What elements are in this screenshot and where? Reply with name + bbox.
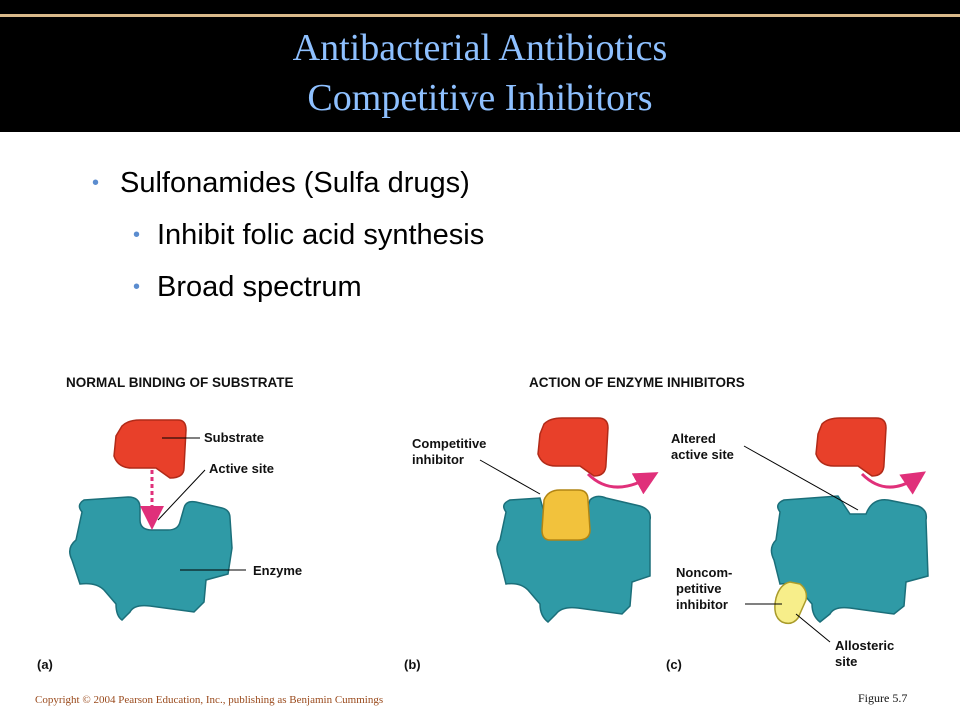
panel-bc-heading: ACTION OF ENZYME INHIBITORS <box>529 375 745 390</box>
label-competitive-l2: inhibitor <box>412 452 464 467</box>
slide-title-line2: Competitive Inhibitors <box>307 77 653 119</box>
leader-active-site <box>157 469 206 521</box>
panel-letter-b: (b) <box>404 657 421 672</box>
header-rule <box>0 14 960 17</box>
label-altered-l1: Altered <box>671 431 716 446</box>
copyright-notice: Copyright © 2004 Pearson Education, Inc.… <box>35 694 384 706</box>
enzyme-shape-a <box>69 496 233 621</box>
bullet-broad-spectrum: Broad spectrum <box>157 271 362 303</box>
label-active-site: Active site <box>209 461 275 476</box>
bullet-sulfonamides: Sulfonamides (Sulfa drugs) <box>120 167 470 199</box>
rejected-arrow-c <box>860 471 926 495</box>
bullet-folic-acid: Inhibit folic acid synthesis <box>157 219 485 251</box>
label-noncompetitive-l3: inhibitor <box>676 597 728 612</box>
slide-title-line1: Antibacterial Antibiotics <box>292 27 668 69</box>
enzyme-shape-c <box>770 495 929 623</box>
label-substrate: Substrate <box>204 430 264 445</box>
bullet-dot-3: • <box>133 276 141 298</box>
bullet-dot-2: • <box>133 224 141 246</box>
substrate-shape-c <box>815 417 887 477</box>
competitive-inhibitor-shape <box>541 489 591 541</box>
leader-competitive <box>479 459 541 495</box>
label-altered-l2: active site <box>671 447 734 462</box>
bullet-dot-1: • <box>92 172 100 194</box>
substrate-shape-a <box>113 419 187 479</box>
label-noncompetitive-l1: Noncom- <box>676 565 733 580</box>
noncompetitive-inhibitor-shape <box>774 581 808 625</box>
enzyme-shape-b <box>496 495 652 623</box>
label-enzyme: Enzyme <box>253 563 303 578</box>
label-allosteric-l2: site <box>835 654 858 669</box>
label-allosteric-l1: Allosteric <box>835 638 895 653</box>
label-competitive-l1: Competitive <box>412 436 487 451</box>
leader-allosteric <box>795 613 831 643</box>
panel-letter-c: (c) <box>666 657 682 672</box>
title-bar <box>0 0 960 132</box>
label-noncompetitive-l2: petitive <box>676 581 722 596</box>
figure-reference: Figure 5.7 <box>858 691 908 705</box>
substrate-shape-b <box>537 417 609 477</box>
leader-altered-site <box>743 445 859 511</box>
panel-letter-a: (a) <box>37 657 53 672</box>
rejected-arrow-b <box>586 472 659 495</box>
panel-a-heading: NORMAL BINDING OF SUBSTRATE <box>66 375 294 390</box>
